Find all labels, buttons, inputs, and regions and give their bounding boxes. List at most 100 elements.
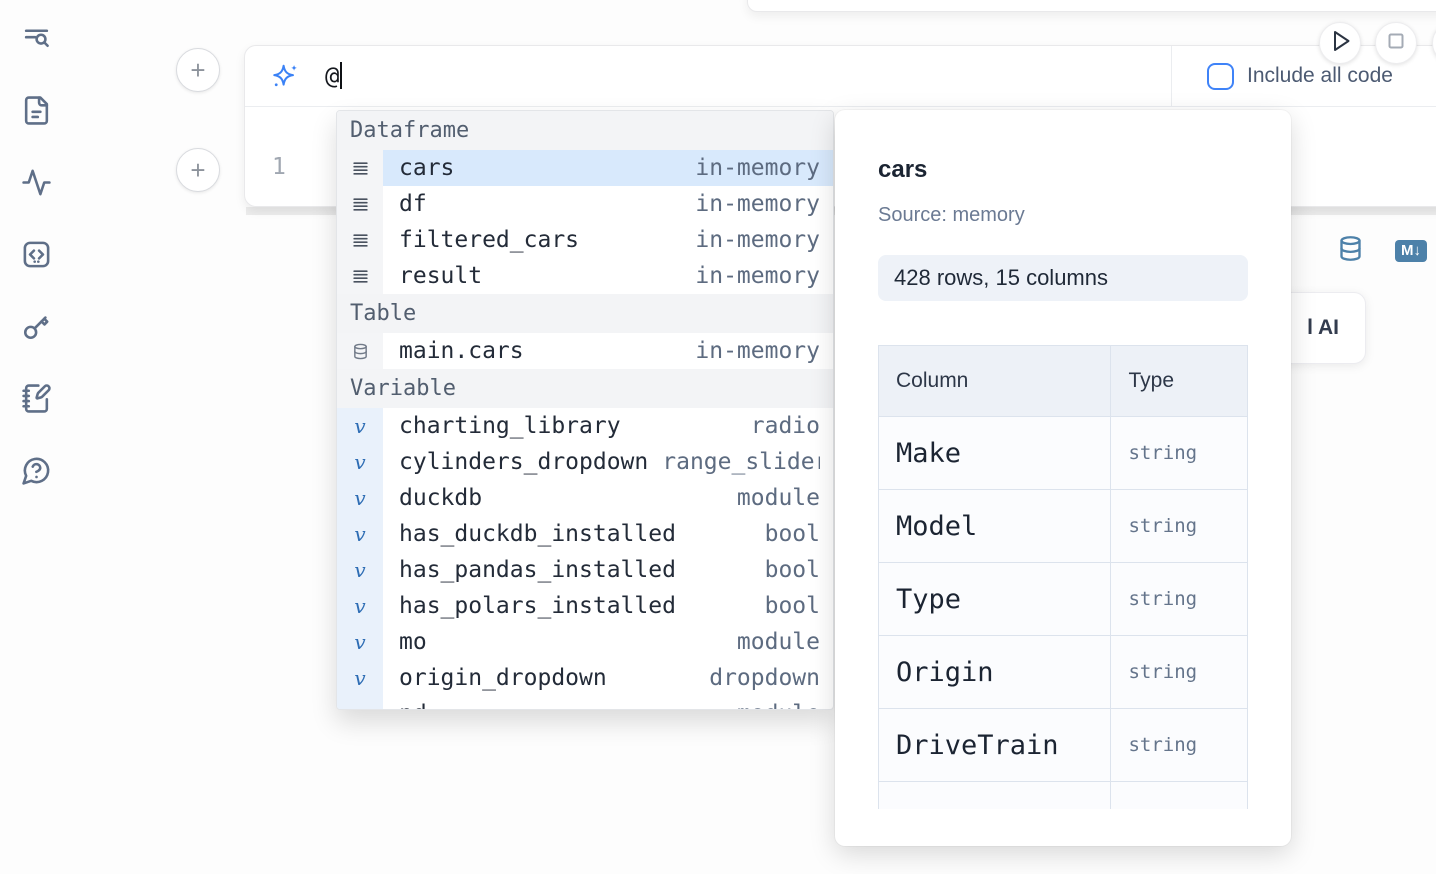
database-icon[interactable]: [1337, 235, 1364, 267]
schema-row: [878, 781, 1248, 809]
completion-name: has_polars_installed: [399, 593, 676, 619]
schema-row: Type string: [878, 562, 1248, 636]
schema-column-name: Type: [878, 562, 1112, 636]
ai-prompt-row: @ Include all code: [245, 46, 1436, 107]
add-cell-button-bottom[interactable]: +: [176, 148, 220, 192]
completion-row: Table 𝑣: [337, 294, 833, 333]
prompt-value: @: [325, 62, 340, 90]
completion-row[interactable]: 𝑣 has_duckdb_installed bool: [337, 516, 833, 552]
markdown-icon[interactable]: M↓: [1395, 240, 1427, 262]
variable-icon: 𝑣: [354, 486, 366, 510]
completion-kind-icon: 𝑣: [337, 588, 383, 624]
completion-meta: in-memory: [695, 227, 820, 253]
completion-row: Variable 𝑣: [337, 369, 833, 408]
column-header: Column: [878, 345, 1112, 417]
text-caret: [340, 62, 343, 89]
add-cell-button-top[interactable]: +: [176, 48, 220, 92]
key-icon[interactable]: [20, 310, 52, 342]
table-db-icon: [353, 343, 367, 359]
cell-actions: M↓: [1337, 235, 1427, 267]
schema-column-name: Make: [878, 416, 1112, 490]
completion-name: origin_dropdown: [399, 665, 607, 691]
previous-cell-partial: [747, 0, 1436, 12]
variable-icon: 𝑣: [354, 702, 365, 709]
completion-name: has_pandas_installed: [399, 557, 676, 583]
completion-meta: dropdown: [709, 665, 820, 691]
stop-button[interactable]: [1375, 22, 1417, 64]
sidebar: [20, 22, 52, 486]
ai-prompt-input[interactable]: @: [325, 62, 343, 90]
completion-name: duckdb: [399, 485, 483, 511]
dataframe-icon: [352, 161, 368, 175]
help-chat-icon[interactable]: [20, 454, 52, 486]
completion-meta: in-memory: [695, 263, 820, 289]
completion-kind-icon: 𝑣: [337, 333, 383, 369]
completion-name: cars: [399, 155, 455, 181]
completion-meta: module: [736, 485, 820, 511]
completion-row[interactable]: 𝑣 has_polars_installed bool: [337, 588, 833, 624]
completion-kind-icon: 𝑣: [337, 624, 383, 660]
schema-column-type: [1110, 781, 1248, 809]
completion-name: pd: [399, 701, 427, 709]
completion-meta: in-memory: [695, 191, 820, 217]
stop-icon: [1375, 20, 1417, 67]
schema-column-type: string: [1110, 708, 1248, 782]
completion-row[interactable]: 𝑣 pd module: [337, 696, 833, 709]
ai-sparkle-icon: [273, 64, 297, 87]
completion-row[interactable]: 𝑣 result in-memory: [337, 258, 833, 294]
completion-row[interactable]: 𝑣 duckdb module: [337, 480, 833, 516]
completion-row[interactable]: 𝑣 filtered_cars in-memory: [337, 222, 833, 258]
completion-name: mo: [399, 629, 427, 655]
dataframe-preview-popup: cars Source: memory 428 rows, 15 columns…: [835, 110, 1291, 846]
completion-name: filtered_cars: [399, 227, 580, 253]
play-icon: [1319, 20, 1361, 67]
file-text-icon[interactable]: [20, 94, 52, 126]
completion-kind-icon: 𝑣: [337, 696, 383, 709]
schema-table: Column Type Make string Model string Typ…: [878, 345, 1248, 809]
completion-meta: module: [723, 701, 820, 709]
schema-column-type: string: [1110, 416, 1248, 490]
variable-icon: 𝑣: [354, 630, 366, 654]
completion-meta: bool: [764, 593, 820, 619]
completion-row[interactable]: 𝑣 cars in-memory: [337, 150, 833, 186]
code-editor[interactable]: 1 M↓: [245, 107, 1436, 262]
completion-row[interactable]: 𝑣 mo module: [337, 624, 833, 660]
completion-meta: range_slider: [662, 449, 820, 475]
completion-meta: bool: [764, 557, 820, 583]
completion-kind-icon: 𝑣: [337, 186, 383, 222]
completion-row[interactable]: 𝑣 df in-memory: [337, 186, 833, 222]
schema-column-type: string: [1110, 562, 1248, 636]
schema-row: Make string: [878, 416, 1248, 490]
type-header: Type: [1110, 345, 1248, 417]
file-search-icon[interactable]: [20, 22, 52, 54]
activity-icon[interactable]: [20, 166, 52, 198]
completion-kind-icon: 𝑣: [337, 150, 383, 186]
completion-name: cylinders_dropdown: [399, 449, 649, 475]
completion-kind-icon: 𝑣: [337, 444, 383, 480]
completion-kind-icon: 𝑣: [337, 552, 383, 588]
completion-meta: in-memory: [695, 338, 820, 364]
schema-row: Model string: [878, 489, 1248, 563]
completion-section-label: Variable: [350, 376, 456, 401]
completion-kind-icon: 𝑣: [337, 222, 383, 258]
completion-row[interactable]: 𝑣 has_pandas_installed bool: [337, 552, 833, 588]
completion-row[interactable]: 𝑣 main.cars in-memory: [337, 333, 833, 369]
completion-meta: radio: [750, 413, 820, 439]
preview-title: cars: [878, 156, 928, 183]
completion-meta: bool: [764, 521, 820, 547]
schema-header-row: Column Type: [878, 345, 1248, 417]
preview-source: Source: memory: [878, 204, 1025, 226]
code-snippets-icon[interactable]: [20, 238, 52, 270]
schema-row: DriveTrain string: [878, 708, 1248, 782]
completion-kind-icon: 𝑣: [337, 516, 383, 552]
completion-row[interactable]: 𝑣 cylinders_dropdown range_slider: [337, 444, 833, 480]
include-all-code-checkbox[interactable]: [1207, 62, 1234, 90]
run-cell-button[interactable]: [1319, 22, 1361, 64]
scratchpad-icon[interactable]: [20, 382, 52, 414]
completion-row[interactable]: 𝑣 origin_dropdown dropdown: [337, 660, 833, 696]
completion-row[interactable]: 𝑣 charting_library radio: [337, 408, 833, 444]
completion-section-label: Table: [350, 301, 417, 326]
completion-kind-icon: 𝑣: [337, 408, 383, 444]
schema-column-type: string: [1110, 635, 1248, 709]
completion-section-label: Dataframe: [350, 118, 470, 143]
